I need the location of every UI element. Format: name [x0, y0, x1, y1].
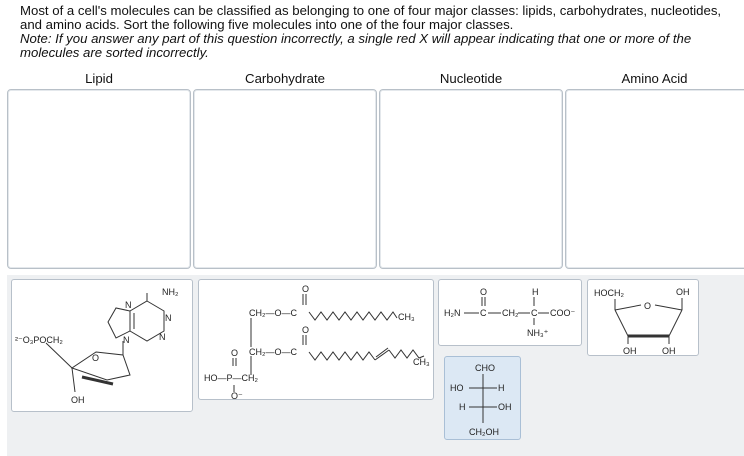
triglyceride-ch2-1: CH₂—O—C [249, 308, 297, 318]
amino-acid-coo: COO⁻ [550, 308, 576, 318]
amino-acid-h2n: H₂N [444, 308, 461, 318]
molecule-card-sugar-chain[interactable]: CHO HO H H OH CH₂OH [444, 356, 521, 440]
amino-acid-c1: C [480, 308, 487, 318]
drop-zone-carbohydrate[interactable] [193, 89, 377, 269]
triglyceride-structure: CH₂—O—C O CH₃ O CH₂—O—C CH₃ O HO—P—CH₂ O… [204, 284, 430, 401]
ribose-ring-o: O [644, 301, 651, 311]
molecule-card-amino-acid[interactable]: H₂N O C CH₂ H C COO⁻ NH₃⁺ [438, 279, 582, 346]
ribose-oh-2: OH [623, 346, 637, 356]
triglyceride-o2: O [302, 325, 309, 335]
sugar-chain-h1: H [498, 383, 505, 393]
molecule-card-nucleotide[interactable]: NH₂ N N N N ²⁻O₃POCH₂ O OH [11, 279, 193, 412]
nucleotide-n2: N [165, 313, 172, 323]
triglyceride-ho-p: HO—P—CH₂ [204, 373, 259, 383]
amino-acid-structure: H₂N O C CH₂ H C COO⁻ NH₃⁺ [444, 287, 576, 338]
amino-acid-nh3: NH₃⁺ [527, 328, 549, 338]
triglyceride-ch3-2: CH₃ [413, 357, 430, 367]
sugar-chain-ch2oh: CH₂OH [469, 427, 499, 437]
triglyceride-ch3-1: CH₃ [398, 312, 415, 322]
amino-acid-o: O [480, 287, 487, 297]
nucleotide-ring-o: O [92, 353, 99, 363]
category-label-lipid: Lipid [85, 71, 113, 86]
triglyceride-o1: O [302, 284, 309, 294]
nucleotide-phosphate: ²⁻O₃POCH₂ [15, 335, 63, 345]
amino-acid-h: H [532, 287, 539, 297]
drop-zone-lipid[interactable] [7, 89, 191, 269]
nucleotide-n5: N [123, 335, 130, 345]
sugar-chain-structure: CHO HO H H OH CH₂OH [450, 363, 512, 437]
sugar-chain-cho: CHO [475, 363, 495, 373]
nucleotide-oh: OH [71, 395, 85, 405]
nucleotide-structure: NH₂ N N N N ²⁻O₃POCH₂ O OH [15, 287, 179, 405]
triglyceride-ch2-2: CH₂—O—C [249, 347, 297, 357]
category-label-nucleotide: Nucleotide [439, 71, 503, 86]
drop-zone-nucleotide[interactable] [379, 89, 563, 269]
nucleotide-n1: N [125, 300, 132, 310]
sugar-chain-h2: H [459, 402, 466, 412]
triglyceride-o4: O⁻ [231, 391, 243, 401]
triglyceride-o3: O [231, 348, 238, 358]
category-label-carbohydrate: Carbohydrate [245, 71, 325, 86]
molecule-card-ribose[interactable]: HOCH₂ O OH OH OH [587, 279, 699, 356]
molecule-card-triglyceride[interactable]: CH₂—O—C O CH₃ O CH₂—O—C CH₃ O HO—P—CH₂ O… [198, 279, 434, 401]
ribose-oh-1: OH [676, 287, 690, 297]
sugar-chain-ho: HO [450, 383, 464, 393]
ribose-structure: HOCH₂ O OH OH OH [594, 287, 690, 356]
nucleotide-n3: N [159, 332, 166, 342]
ribose-hoch2: HOCH₂ [594, 288, 624, 298]
category-label-amino-acid: Amino Acid [621, 71, 688, 86]
instructions-note: Note: If you answer any part of this que… [20, 31, 692, 60]
ribose-oh-3: OH [662, 346, 676, 356]
instructions-text: Most of a cell's molecules can be classi… [20, 3, 722, 32]
sugar-chain-oh: OH [498, 402, 512, 412]
drop-zone-amino-acid[interactable] [565, 89, 744, 269]
instructions: Most of a cell's molecules can be classi… [20, 4, 735, 60]
amino-acid-ch2: CH₂ [502, 308, 519, 318]
nucleotide-nh2: NH₂ [162, 287, 179, 297]
amino-acid-c2: C [531, 308, 538, 318]
